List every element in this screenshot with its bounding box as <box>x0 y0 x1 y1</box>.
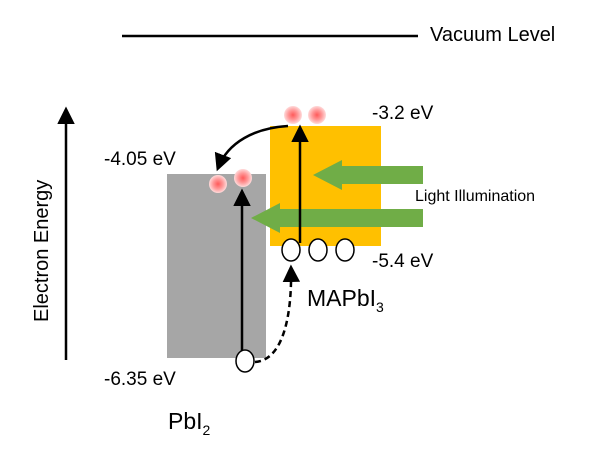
electron <box>234 169 252 187</box>
mapbi3-subscript: 3 <box>376 299 384 315</box>
hole-transfer-arrow <box>254 264 301 364</box>
hole <box>308 238 328 262</box>
vacuum-level-label: Vacuum Level <box>430 24 556 46</box>
light-illumination-label: Light Illumination <box>415 188 536 205</box>
mapbi3-vb-energy-label: -5.4 eV <box>372 251 434 272</box>
electron-transfer-arrow <box>214 124 289 172</box>
hole <box>281 238 301 262</box>
pbi2-band-box <box>167 174 266 358</box>
y-axis-label: Electron Energy <box>31 179 53 322</box>
light-arrow-lower <box>251 203 423 233</box>
mapbi3-material-label: MAPbI3 <box>307 285 384 315</box>
hole <box>335 238 355 262</box>
pbi2-name: PbI <box>168 408 203 434</box>
light-arrow-upper <box>313 160 423 190</box>
pbi2-cb-energy-label: -4.05 eV <box>104 149 176 170</box>
hole <box>235 349 255 373</box>
electron <box>308 106 326 124</box>
mapbi3-cb-energy-label: -3.2 eV <box>372 103 434 124</box>
pbi2-subscript: 2 <box>202 422 211 438</box>
mapbi3-band-box <box>270 126 381 246</box>
pbi2-material-label: PbI2 <box>168 408 210 438</box>
pbi2-vb-energy-label: -6.35 eV <box>104 369 176 390</box>
electron <box>284 106 302 124</box>
electron <box>209 175 227 193</box>
mapbi3-name: MAPbI <box>307 285 377 311</box>
